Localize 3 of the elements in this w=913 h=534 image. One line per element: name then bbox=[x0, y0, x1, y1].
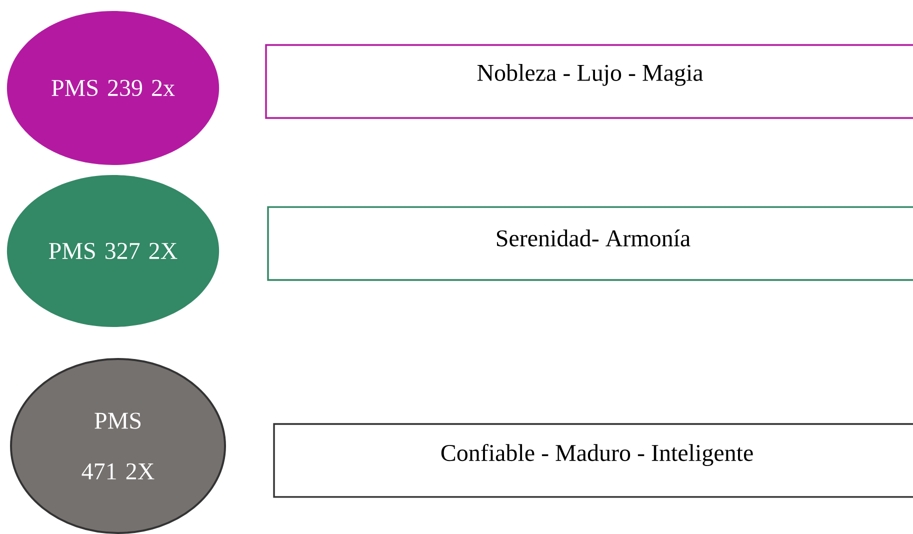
text-box: Confiable - Maduro - Inteligente bbox=[273, 423, 913, 498]
text-box: Serenidad- Armonía bbox=[267, 206, 913, 281]
text-box: Nobleza - Lujo - Magia bbox=[265, 44, 913, 119]
